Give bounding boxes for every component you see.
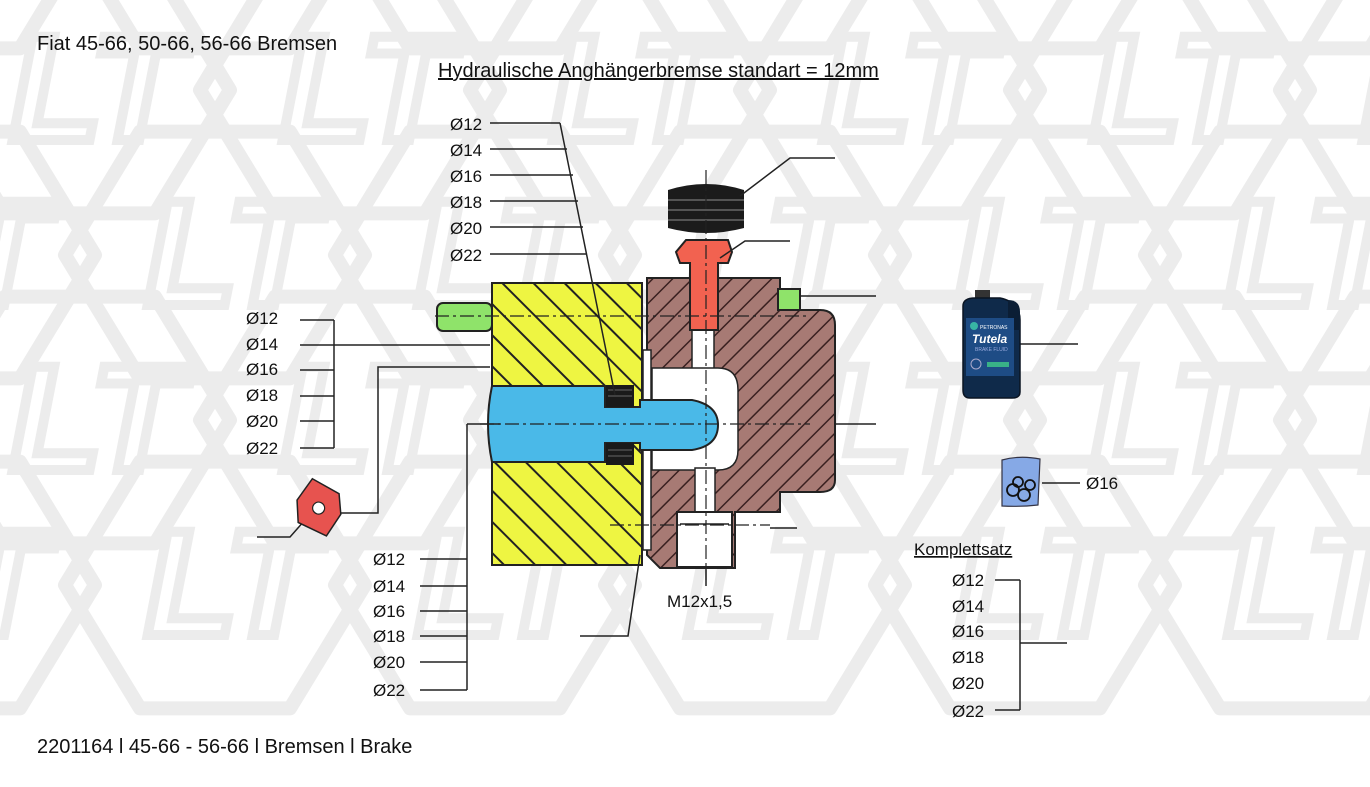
watermark-hexagon [1003,0,1317,221]
watermark-hexagon [58,124,372,386]
callout-bottom-14: Ø14 [373,577,405,596]
watermark-hexagon [193,289,507,551]
callout-left-18: Ø18 [246,386,278,405]
gasket-flange [296,477,342,537]
callout-kit-14: Ø14 [952,597,984,616]
brake-fluid-bottle: PETRONAS Tutela BRAKE FLUID [962,290,1021,399]
lower-bore [694,467,716,514]
callout-left-20: Ø20 [246,412,278,431]
callout-top-14: Ø14 [450,141,482,160]
oring-label: Ø16 [1086,474,1118,493]
watermark-hexagon [372,0,598,56]
watermark-hexagon [102,0,328,56]
leader-lines [257,122,1080,711]
watermark-hexagon [58,454,372,716]
watermark-hexagon [1273,0,1370,221]
callout-kit-18: Ø18 [952,648,984,667]
footer-part-info: 2201164 l 45-66 - 56-66 l Bremsen l Brak… [37,736,413,758]
callout-kit-22: Ø22 [952,702,984,721]
callout-bottom-16: Ø16 [373,602,405,621]
watermark-hexagon [0,124,102,386]
callout-bottom-12: Ø12 [373,550,405,569]
watermark-hexagon [912,0,1138,56]
callout-kit-20: Ø20 [952,674,984,693]
callout-bottom-20: Ø20 [373,653,405,672]
watermark-hexagon [868,454,1182,716]
watermark-hexagon [733,0,1047,221]
callout-top-18: Ø18 [450,193,482,212]
bottle-type: BRAKE FLUID [975,347,1008,353]
watermark-hexagon [0,289,237,551]
callout-kit-16: Ø16 [952,622,984,641]
callout-bottom-18: Ø18 [373,627,405,646]
callout-top-20: Ø20 [450,219,482,238]
page-title: Fiat 45-66, 50-66, 56-66 Bremsen [37,33,338,55]
upper-bore [691,329,715,371]
watermark-hexagon [1138,454,1370,716]
plug-screw [777,288,801,311]
watermark-hexagon [1273,289,1370,551]
callout-top-22: Ø22 [450,246,482,265]
oring-bag [1001,456,1041,507]
thread-label: M12x1,5 [667,592,732,611]
callout-left-22: Ø22 [246,439,278,458]
watermark-hexagon [642,0,868,56]
callout-left-16: Ø16 [246,360,278,379]
piston [487,385,720,463]
watermark-hexagon [1003,289,1317,551]
watermark-logo: LT [1225,499,1370,667]
callout-kit-12: Ø12 [952,571,984,590]
bleeder-valve [674,239,734,331]
watermark-hexagon [1138,124,1370,386]
bottle-product: Tutela [972,332,1007,346]
watermark-hexagon [0,0,237,221]
diagram-subtitle: Hydraulische Anghängerbremse standart = … [438,60,879,82]
callout-top-12: Ø12 [450,115,482,134]
callout-left-14: Ø14 [246,335,278,354]
watermark-hexagon [0,0,58,56]
guide-pin [436,302,493,332]
callout-top-16: Ø16 [450,167,482,186]
watermark-hexagon [193,0,507,221]
bottle-brand: PETRONAS [980,325,1008,331]
kit-title: Komplettsatz [914,540,1012,559]
watermark-hexagon [0,454,102,716]
callout-bottom-22: Ø22 [373,681,405,700]
lower-port [676,511,733,568]
callout-left-12: Ø12 [246,309,278,328]
watermark-hexagon [868,124,1182,386]
piston-seal-lower [606,443,634,465]
